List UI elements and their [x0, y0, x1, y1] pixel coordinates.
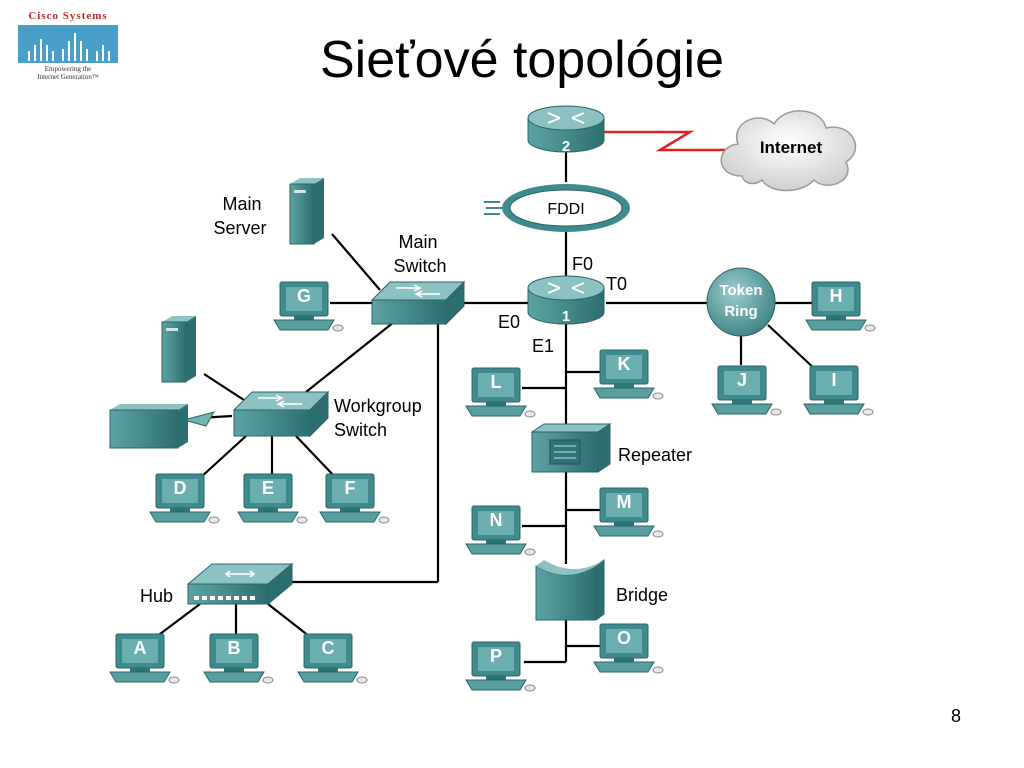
computer-e-label: E	[262, 478, 274, 498]
repeater-icon	[530, 423, 612, 473]
logo-brand: Cisco Systems	[28, 10, 108, 22]
main-server-icon	[289, 177, 325, 245]
router-2-number: 2	[562, 138, 570, 155]
fddi-ring-icon	[484, 184, 630, 232]
router-2-icon	[527, 105, 605, 153]
computer-i-label: I	[831, 370, 836, 390]
computer-h-label: H	[830, 286, 843, 306]
computer-i-icon	[803, 365, 874, 416]
main-server-label-1: Main	[222, 194, 261, 214]
router-1-number: 1	[562, 308, 570, 325]
page-number: 8	[951, 706, 962, 726]
workgroup-switch-label-2: Switch	[334, 420, 387, 440]
computer-k-label: K	[618, 354, 631, 374]
hub-label: Hub	[140, 586, 173, 606]
bridge-label: Bridge	[616, 585, 668, 605]
fddi-label: FDDI	[547, 201, 584, 218]
internet-label: Internet	[760, 138, 823, 157]
port-f0-label: F0	[572, 254, 593, 274]
computer-b-label: B	[228, 638, 241, 658]
internet-cloud-icon	[720, 110, 857, 192]
computer-c-label: C	[322, 638, 335, 658]
computer-d-label: D	[174, 478, 187, 498]
logo-tagline-2: Internet Generation™	[37, 73, 99, 81]
repeater-label: Repeater	[618, 445, 692, 465]
printer-icon	[109, 404, 216, 449]
cisco-logo: Cisco Systems Empowering the Internet Ge…	[8, 10, 128, 100]
workgroup-switch-icon	[232, 390, 330, 438]
token-ring-label-1: Token	[719, 282, 762, 299]
computer-a-label: A	[134, 638, 147, 658]
token-ring-label-2: Ring	[724, 303, 757, 320]
main-switch-icon	[370, 280, 466, 326]
hub-icon	[186, 562, 294, 606]
computer-l-label: L	[491, 372, 502, 392]
port-e1-label: E1	[532, 336, 554, 356]
computer-p-label: P	[490, 646, 502, 666]
logo-bridge-graphic	[18, 25, 118, 63]
port-e0-label: E0	[498, 312, 520, 332]
router-1-icon	[527, 275, 605, 325]
wan-link	[604, 130, 730, 152]
page-title: Sieťové topológie	[320, 31, 725, 89]
computer-j-label: J	[737, 370, 747, 390]
bridge-icon	[535, 559, 605, 621]
port-t0-label: T0	[606, 274, 627, 294]
workgroup-server-icon	[161, 315, 197, 383]
main-server-label-2: Server	[213, 218, 266, 238]
main-switch-label-1: Main	[398, 232, 437, 252]
logo-tagline-1: Empowering the	[44, 65, 92, 73]
computer-g-label: G	[297, 286, 311, 306]
computer-n-label: N	[490, 510, 503, 530]
workgroup-switch-label-1: Workgroup	[334, 396, 422, 416]
computer-m-label: M	[617, 492, 632, 512]
computer-o-label: O	[617, 628, 631, 648]
network-links	[151, 150, 819, 664]
token-ring-icon	[706, 267, 776, 337]
main-switch-label-2: Switch	[393, 256, 446, 276]
computer-f-label: F	[345, 478, 356, 498]
